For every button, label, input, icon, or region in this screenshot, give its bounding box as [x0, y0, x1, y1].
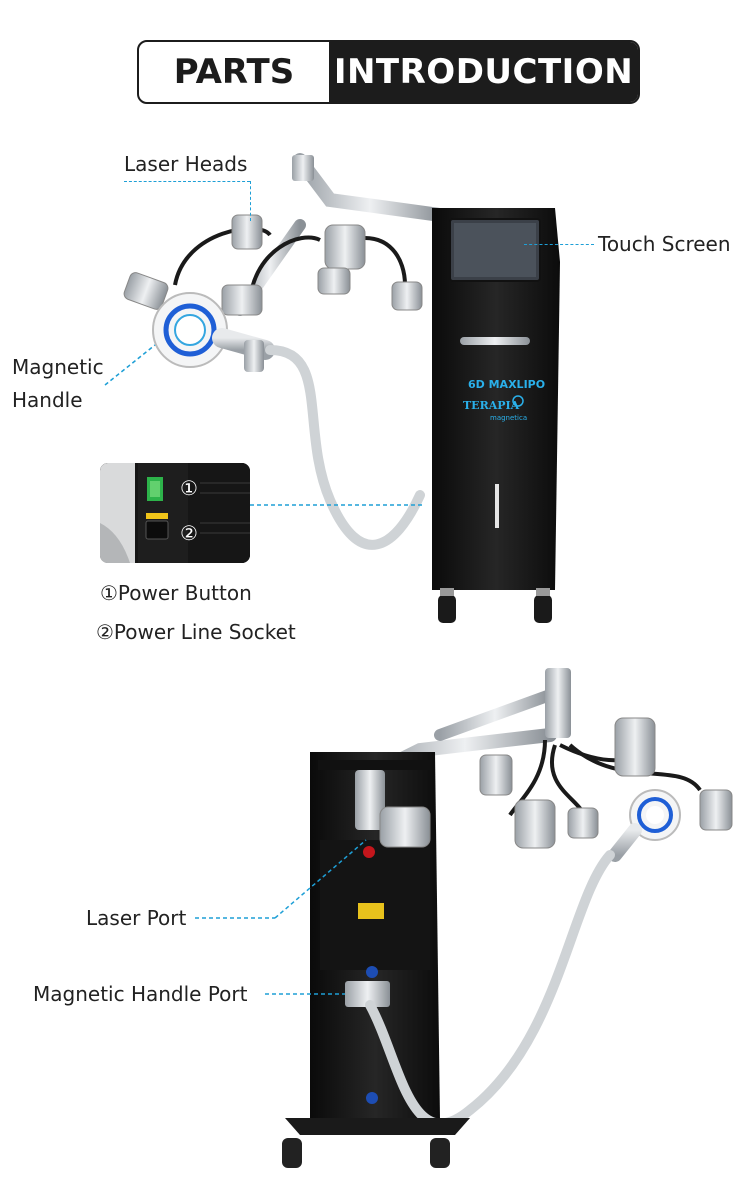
leader-touch-screen [524, 244, 594, 245]
power-panel-graphic: ① ② [100, 463, 250, 563]
label-laser-port: Laser Port [86, 906, 187, 930]
label-power-button: ①Power Button [100, 581, 252, 605]
device-brand-text: TERAPIA [463, 399, 520, 412]
device-back [282, 668, 733, 1168]
device-sub-text: magnetica [490, 414, 527, 422]
title-parts: PARTS [173, 52, 295, 92]
label-magnetic-handle-port: Magnetic Handle Port [33, 982, 248, 1006]
title-introduction: INTRODUCTION [329, 42, 638, 102]
title-banner: PARTS INTRODUCTION [137, 40, 640, 104]
device-front: 6D MAXLIPO TERAPIA magnetica [123, 153, 560, 623]
device-model-text: 6D MAXLIPO [468, 378, 545, 391]
label-touch-screen: Touch Screen [598, 232, 731, 256]
inset-num-2: ② [180, 521, 198, 545]
leader-laser-heads-v [250, 181, 251, 221]
power-panel-inset: ① ② [100, 463, 250, 563]
leader-laser-heads [124, 181, 250, 182]
label-laser-heads: Laser Heads [124, 152, 248, 176]
label-power-socket: ②Power Line Socket [96, 620, 296, 644]
label-magnetic-line1: Magnetic [12, 355, 104, 379]
inset-num-1: ① [180, 476, 198, 500]
label-magnetic-line2: Handle [12, 388, 83, 412]
